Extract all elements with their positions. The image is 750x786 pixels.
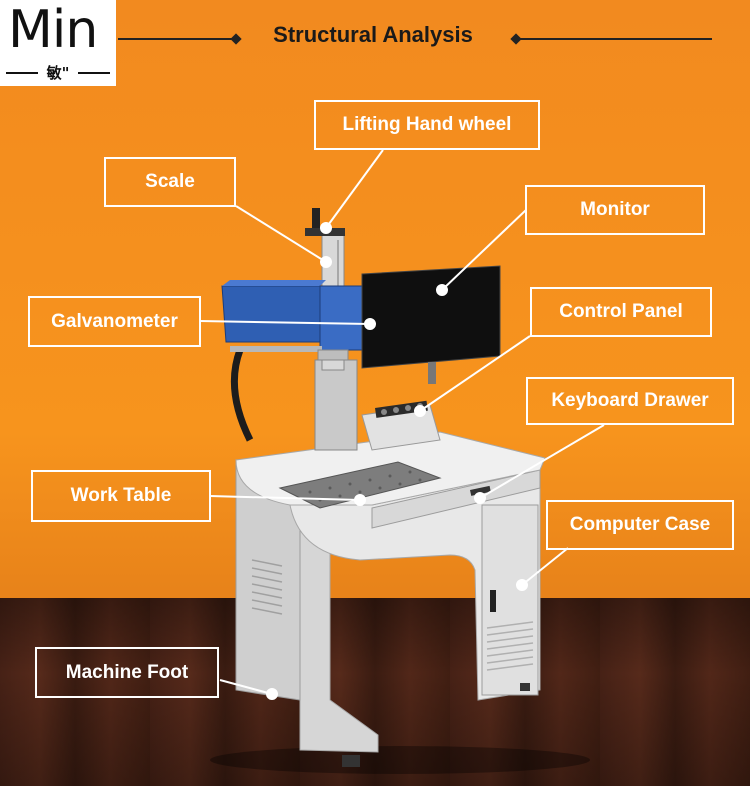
label-monitor: Monitor	[525, 185, 705, 235]
label-machine-foot: Machine Foot	[35, 647, 219, 698]
label-computer-case: Computer Case	[546, 500, 734, 550]
title-divider-right	[518, 38, 712, 40]
label-galvanometer: Galvanometer	[28, 296, 201, 347]
brand-logo: Min 敏"	[0, 0, 116, 86]
label-work-table: Work Table	[31, 470, 211, 522]
label-keyboard-drawer: Keyboard Drawer	[526, 377, 734, 425]
page-title: Structural Analysis	[273, 22, 473, 47]
wooden-floor	[0, 598, 750, 786]
logo-text: Min	[8, 0, 98, 60]
label-lifting-hand-wheel: Lifting Hand wheel	[314, 100, 540, 150]
label-control-panel: Control Panel	[530, 287, 712, 337]
label-scale: Scale	[104, 157, 236, 207]
logo-subtext: 敏"	[46, 64, 70, 82]
title-divider-left	[118, 38, 236, 40]
